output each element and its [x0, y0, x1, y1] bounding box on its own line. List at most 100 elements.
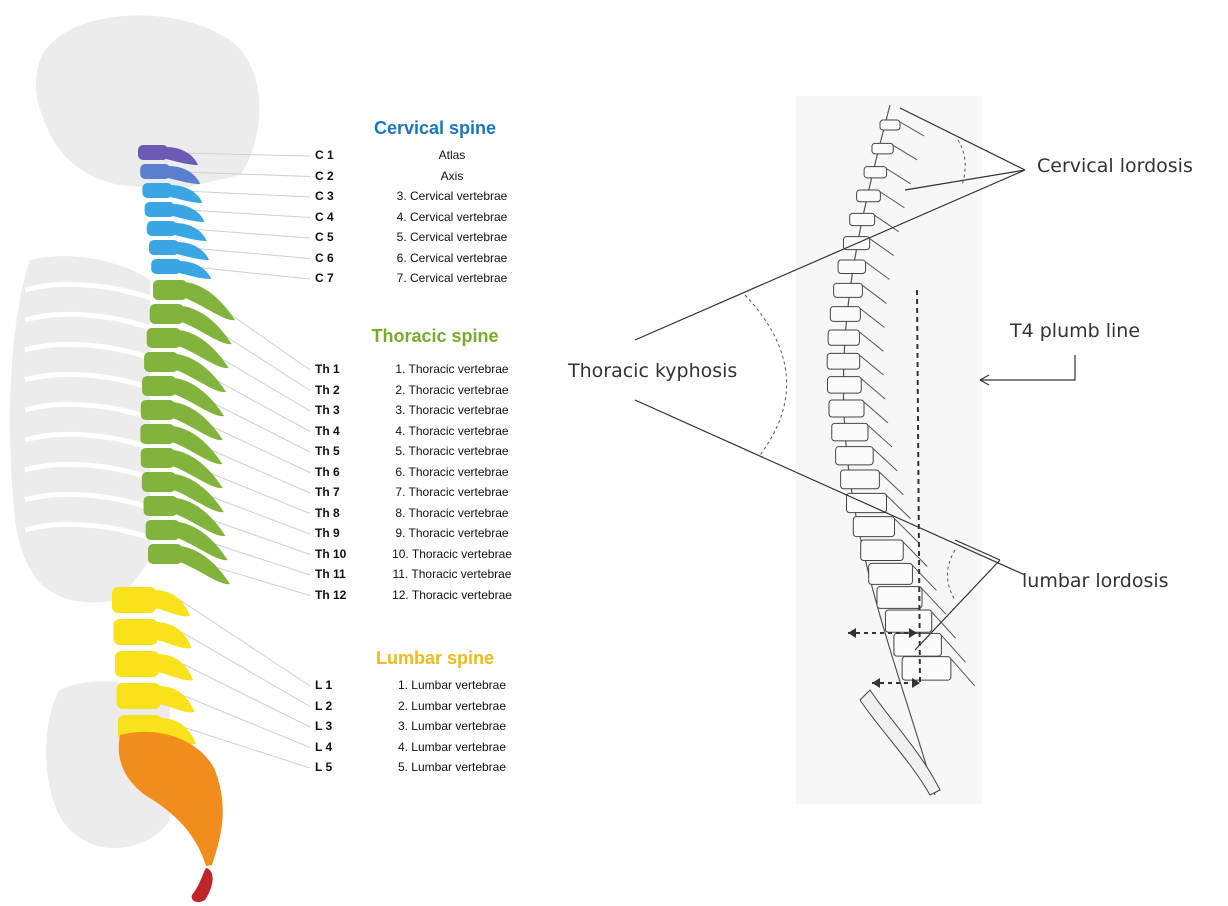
sketch-vertebra: [834, 283, 863, 297]
vertebra-code: L 3: [315, 719, 332, 733]
cervical-vertebra: [151, 259, 211, 279]
leader-line: [187, 210, 310, 218]
lumbar-lordosis-label: lumbar lordosis: [1022, 570, 1169, 592]
sketch-vertebra: [872, 143, 893, 154]
cervical-lordosis-label: Cervical lordosis: [1037, 155, 1193, 177]
vertebra-code: Th 4: [315, 424, 340, 438]
leader-line: [191, 248, 310, 259]
vertebra-code: Th 6: [315, 465, 340, 479]
vertebra-code: Th 1: [315, 362, 340, 376]
vertebra-name: 1. Thoracic vertebrae: [367, 362, 537, 376]
ribcage-silhouette: [10, 256, 150, 602]
sketch-vertebra: [877, 587, 922, 609]
leader-line: [189, 229, 310, 238]
vertebra-code: C 6: [315, 251, 334, 265]
vertebra-code: Th 8: [315, 506, 340, 520]
vertebra-name: 4. Lumbar vertebrae: [367, 740, 537, 754]
cervical-vertebra: [149, 240, 209, 260]
vertebra-name: 3. Cervical vertebrae: [367, 189, 537, 203]
vertebra-name: 5. Cervical vertebrae: [367, 230, 537, 244]
sketch-vertebra: [853, 517, 894, 537]
head-silhouette: [36, 15, 260, 190]
vertebra-code: Th 3: [315, 403, 340, 417]
vertebra-name: 6. Cervical vertebrae: [367, 251, 537, 265]
sketch-vertebra: [836, 447, 874, 465]
vertebra-name: 1. Lumbar vertebrae: [367, 678, 537, 692]
sketch-vertebra: [880, 120, 900, 130]
lumbar-vertebra: [114, 619, 192, 648]
vertebra-name: 4. Thoracic vertebrae: [367, 424, 537, 438]
vertebra-code: L 2: [315, 699, 332, 713]
cervical-vertebra: [145, 202, 205, 222]
t4-pointer: [980, 355, 1075, 380]
sketch-vertebra: [830, 307, 860, 322]
sketch-vertebra: [864, 167, 887, 178]
cervical-vertebra: [142, 183, 202, 203]
vertebra-name: 10. Thoracic vertebrae: [367, 547, 537, 561]
vertebra-name: 9. Thoracic vertebrae: [367, 526, 537, 540]
vertebra-name: 6. Thoracic vertebrae: [367, 465, 537, 479]
vertebra-code: Th 7: [315, 485, 340, 499]
leader-line: [184, 191, 310, 197]
vertebra-code: Th 5: [315, 444, 340, 458]
sketch-vertebra: [829, 400, 864, 417]
thoracic-spine-title: Thoracic spine: [305, 326, 565, 347]
vertebra-name: Atlas: [367, 148, 537, 162]
vertebra-code: Th 12: [315, 588, 346, 602]
lumbar-vertebra: [115, 651, 193, 680]
sketch-vertebra: [828, 330, 859, 345]
vertebra-name: 4. Cervical vertebrae: [367, 210, 537, 224]
xray-background: [796, 96, 982, 804]
sketch-vertebra: [857, 190, 881, 202]
sketch-vertebra: [861, 540, 904, 561]
t4-plumb-line-label: T4 plumb line: [1010, 320, 1140, 342]
vertebra-code: Th 9: [315, 526, 340, 540]
vertebra-name: 12. Thoracic vertebrae: [367, 588, 537, 602]
sketch-vertebra: [902, 657, 951, 680]
vertebra-name: 11. Thoracic vertebrae: [367, 567, 537, 581]
vertebra-code: C 7: [315, 271, 334, 285]
sketch-vertebra: [827, 353, 860, 369]
vertebra-code: L 5: [315, 760, 332, 774]
cervical-spine-title: Cervical spine: [305, 118, 565, 139]
vertebra-code: C 2: [315, 169, 334, 183]
sketch-vertebra: [894, 633, 942, 656]
vertebra-name: 7. Cervical vertebrae: [367, 271, 537, 285]
vertebra-code: C 5: [315, 230, 334, 244]
coccyx: [192, 868, 213, 902]
vertebra-code: Th 11: [315, 567, 346, 581]
lumbar-vertebra: [117, 683, 195, 712]
vertebra-name: 5. Lumbar vertebrae: [367, 760, 537, 774]
vertebra-name: 5. Thoracic vertebrae: [367, 444, 537, 458]
leader-line: [198, 420, 310, 473]
sketch-vertebra: [850, 213, 875, 225]
cervical-vertebra: [147, 221, 207, 241]
vertebra-name: 2. Lumbar vertebrae: [367, 699, 537, 713]
vertebra-code: L 1: [315, 678, 332, 692]
vertebra-code: C 1: [315, 148, 334, 162]
sketch-vertebra: [838, 260, 866, 274]
spine-curvature-panel: Cervical lordosis Thoracic kyphosis T4 p…: [560, 0, 1228, 906]
vertebra-name: Axis: [367, 169, 537, 183]
vertebra-name: 8. Thoracic vertebrae: [367, 506, 537, 520]
vertebra-name: 3. Lumbar vertebrae: [367, 719, 537, 733]
sketch-vertebra: [832, 423, 868, 441]
lumbar-spine-title: Lumbar spine: [305, 648, 565, 669]
leader-line: [193, 267, 310, 279]
sketch-vertebra: [869, 563, 913, 584]
kyphosis-angle-arc: [745, 295, 787, 455]
vertebra-code: Th 2: [315, 383, 340, 397]
spine-curvature-illustration: [560, 0, 1228, 906]
vertebra-name: 7. Thoracic vertebrae: [367, 485, 537, 499]
vertebra-name: 2. Thoracic vertebrae: [367, 383, 537, 397]
leader-lines: [180, 153, 310, 768]
leader-line: [185, 696, 311, 748]
sketch-vertebra: [841, 470, 880, 489]
thoracic-kyphosis-label: Thoracic kyphosis: [568, 360, 737, 382]
lumbar-vertebra: [112, 587, 190, 616]
vertebra-code: Th 10: [315, 547, 346, 561]
vertebra-code: C 3: [315, 189, 334, 203]
sketch-vertebra: [885, 610, 931, 632]
vertebra-code: L 4: [315, 740, 332, 754]
